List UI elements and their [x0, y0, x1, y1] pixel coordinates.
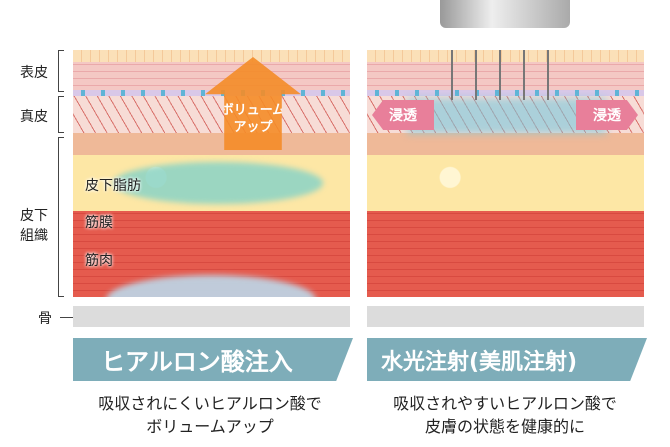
needles [451, 50, 551, 100]
epidermis-label: 表皮 [20, 65, 48, 81]
water-light-injection-title: 水光注射(美肌注射) [367, 338, 647, 381]
arrow-text-1: ボリューム [220, 103, 286, 118]
bone-label: 骨 [38, 311, 52, 327]
dermis-bracket [58, 96, 64, 133]
desc-line: 吸収されにくいヒアルロン酸で [98, 394, 322, 413]
desc-line: ボリュームアップ [146, 417, 274, 436]
epidermis-bracket [58, 50, 64, 92]
desc-line: 吸収されやすいヒアルロン酸で [393, 394, 617, 413]
skin-diagram-hyaluronic: 皮下脂肪 筋膜 筋肉 ボリューム アップ [73, 50, 350, 297]
desc-line: 皮膚の状態を健康的に [424, 417, 585, 436]
diffused-hyaluronic [407, 98, 607, 134]
water-light-description: 吸収されやすいヒアルロン酸で皮膚の状態を健康的に [360, 392, 650, 438]
injected-filler-fat [113, 162, 323, 204]
subcutaneous-label: 皮下組織 [20, 208, 48, 244]
hyaluronic-description: 吸収されにくいヒアルロン酸でボリュームアップ [65, 392, 355, 438]
subcutaneous-bracket [58, 137, 64, 297]
injected-filler-muscle [106, 275, 316, 297]
hyaluronic-injection-title: ヒアルロン酸注入 [73, 338, 353, 381]
dermis-label: 真皮 [20, 109, 48, 125]
permeate-left-arrow: 浸透 [372, 100, 434, 130]
fat-label: 皮下脂肪 [85, 178, 141, 194]
bone-left [73, 306, 350, 327]
skin-diagram-water-light [367, 50, 644, 297]
permeate-right-arrow: 浸透 [576, 100, 638, 130]
fascia-label: 筋膜 [85, 215, 113, 231]
muscle-label: 筋肉 [85, 253, 113, 269]
arrow-text-2: アップ [233, 120, 273, 135]
injector-device [440, 0, 570, 28]
bone-right [367, 306, 644, 327]
